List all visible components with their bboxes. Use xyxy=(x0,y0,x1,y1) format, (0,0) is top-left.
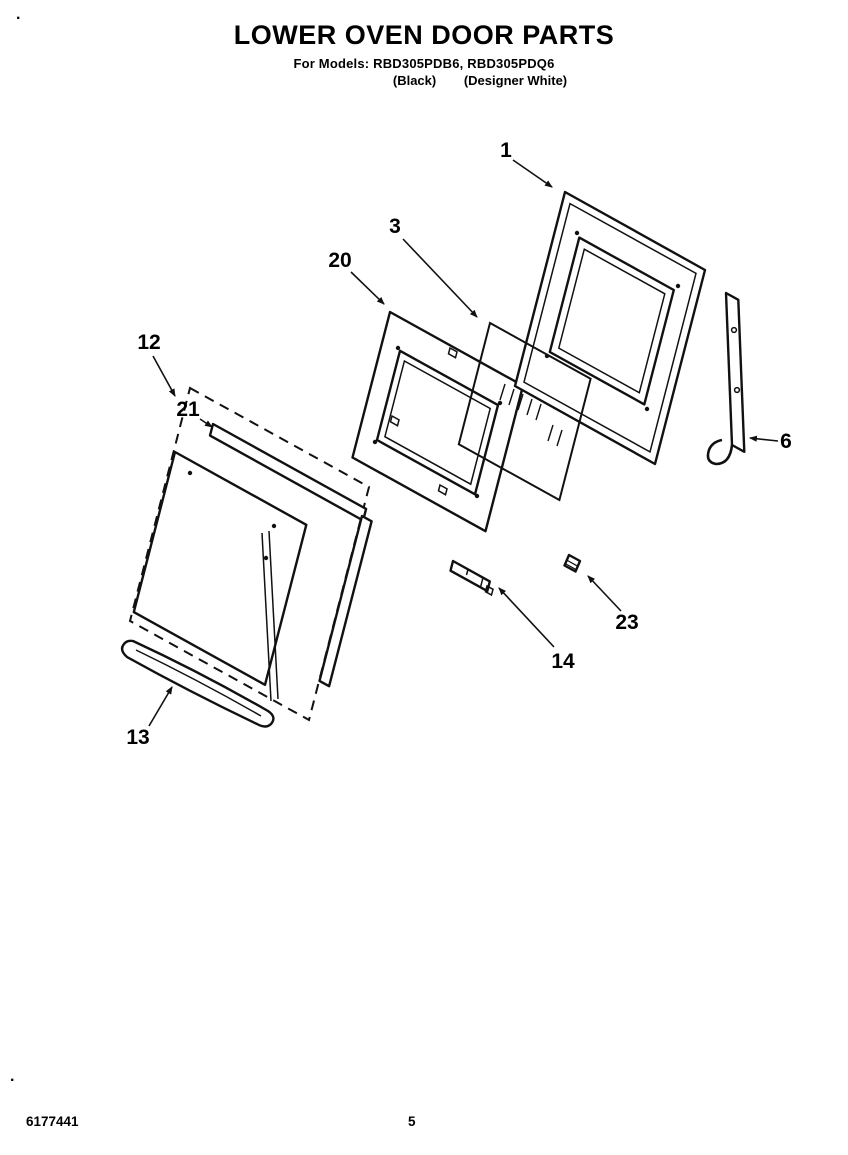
screw xyxy=(563,553,582,573)
retainer-tab xyxy=(437,483,448,496)
leader-23 xyxy=(587,575,622,612)
bracket-end-line xyxy=(479,577,484,588)
callout-leader-lines xyxy=(148,159,779,727)
callout-1: 1 xyxy=(500,139,512,162)
fastener-dot xyxy=(474,493,480,499)
callout-21: 21 xyxy=(176,398,200,421)
glass-hatching xyxy=(499,383,563,447)
door-liner-dashed-edge xyxy=(128,386,371,722)
callout-23: 23 xyxy=(615,611,638,634)
liner-panel xyxy=(132,450,308,702)
leader-13 xyxy=(148,686,173,727)
models-line: For Models: RBD305PDB6, RBD305PDQ6 xyxy=(293,56,555,71)
hinge-channel-body xyxy=(724,291,746,453)
fastener-dot xyxy=(497,400,503,406)
retainer-tab xyxy=(447,346,458,359)
callout-3: 3 xyxy=(389,215,401,238)
leader-6 xyxy=(749,435,779,442)
glass-channel-edge xyxy=(261,532,272,702)
fastener-dot xyxy=(395,345,401,351)
color-variant-black: (Black) xyxy=(392,73,437,88)
glass-channel-edge xyxy=(268,530,279,700)
callout-6: 6 xyxy=(780,430,792,453)
page-number: 5 xyxy=(408,1114,416,1129)
bracket-tab xyxy=(484,584,494,597)
bracket-notch xyxy=(465,569,469,576)
leader-12 xyxy=(152,355,176,397)
callout-labels: 1 3 20 12 21 6 23 14 13 xyxy=(126,139,792,749)
outer-panel-window-frame xyxy=(548,236,675,406)
color-variant-white: (Designer White) xyxy=(463,73,568,88)
fastener-dot xyxy=(644,406,650,412)
hinge-bracket xyxy=(706,291,746,466)
outer-panel-window-inner xyxy=(557,248,666,394)
leader-21 xyxy=(199,418,213,428)
retainer-tab xyxy=(389,414,400,427)
bracket-body xyxy=(449,559,491,593)
screw-threads xyxy=(565,559,578,570)
callout-13: 13 xyxy=(126,726,149,749)
leader-1 xyxy=(512,159,553,188)
fastener-dot xyxy=(675,283,681,289)
hinge-hook xyxy=(706,438,734,466)
hinge-hole xyxy=(733,386,741,394)
inner-panel-window-frame xyxy=(375,349,500,496)
callout-14: 14 xyxy=(551,650,575,673)
fastener-dot xyxy=(574,230,580,236)
glass-bracket xyxy=(449,559,494,597)
color-variants-line: (Black) (Designer White) xyxy=(0,73,848,88)
print-artifact-dot: . xyxy=(16,6,21,23)
print-artifact-dot: . xyxy=(10,1068,15,1085)
leader-3 xyxy=(402,238,478,318)
hinge-hole xyxy=(730,326,738,334)
callout-12: 12 xyxy=(137,331,160,354)
trim-strips xyxy=(208,422,373,688)
fastener-dot xyxy=(372,439,378,445)
outer-panel-contour xyxy=(523,202,697,454)
leader-20 xyxy=(350,271,385,305)
document-number: 6177441 xyxy=(26,1114,79,1129)
door-liner-outline xyxy=(128,386,371,722)
page-header: LOWER OVEN DOOR PARTS For Models: RBD305… xyxy=(0,0,848,88)
trim-strip-right xyxy=(318,514,373,688)
screw-hole xyxy=(187,470,193,476)
bottom-trim xyxy=(120,639,275,728)
screw-hole xyxy=(271,523,277,529)
screw-hole xyxy=(263,555,269,561)
leader-14 xyxy=(498,587,555,648)
inner-door-panel xyxy=(351,310,525,533)
door-glass xyxy=(457,321,592,502)
page-title: LOWER OVEN DOOR PARTS xyxy=(233,20,615,50)
outer-door-panel xyxy=(513,190,707,466)
callout-20: 20 xyxy=(328,249,351,272)
liner-panel-face xyxy=(132,450,308,686)
inner-panel-window-inner xyxy=(384,359,492,486)
bottom-trim-crease xyxy=(135,649,262,717)
glass-outline xyxy=(457,321,592,502)
